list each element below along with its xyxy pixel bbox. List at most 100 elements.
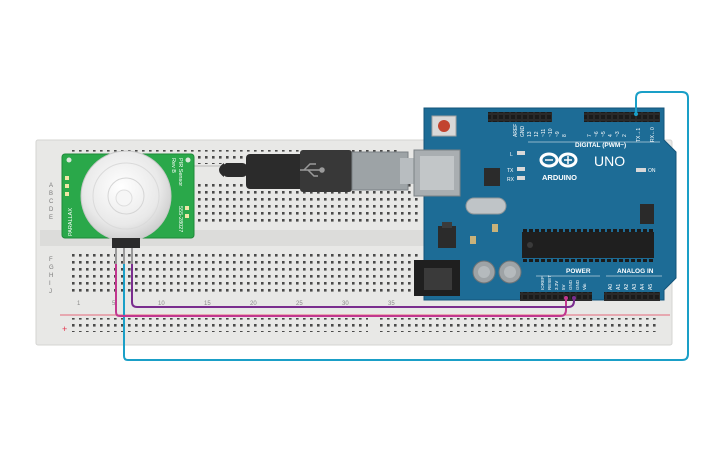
row-letter-c: C	[49, 199, 54, 205]
breadboard-rail-plus: +	[62, 324, 67, 334]
row-letter-g: G	[49, 265, 54, 271]
breadboard-column-numbers: 1 5 10 15 20 25 30 35	[77, 301, 395, 307]
reset-button-cap[interactable]	[438, 120, 450, 132]
pin-label-0: RX←0	[650, 127, 656, 142]
arduino-logo-icon	[539, 152, 578, 168]
arduino-logo-symbols	[545, 156, 572, 164]
pin-label-3: ~3	[615, 131, 621, 137]
usb-plug-body	[246, 154, 304, 189]
pin-label-gnd-1: GND	[568, 279, 573, 290]
row-letter-f: F	[49, 257, 53, 263]
pin-label-12: 12	[534, 131, 540, 137]
row-letter-j: J	[49, 289, 52, 295]
pir-header	[112, 238, 140, 248]
pin-label-reset: RESET	[547, 275, 552, 290]
pin-label-a5: A5	[648, 284, 654, 290]
led-l	[517, 151, 525, 155]
pin-label-1: TX→1	[636, 128, 642, 142]
led-on	[636, 168, 646, 172]
pir-pins[interactable]	[115, 248, 133, 266]
arduino-power-jack-inner	[424, 268, 452, 290]
breadboard-bottom-rail-holes-1	[68, 318, 368, 332]
digital-header-1-holes[interactable]	[488, 112, 552, 122]
voltage-regulator	[438, 226, 456, 248]
wire-power-5v[interactable]	[115, 264, 567, 317]
breadboard-row-letters: A B C D E F G H I J	[49, 183, 54, 295]
analog-header-holes[interactable]	[604, 292, 660, 301]
column-number-10: 10	[158, 301, 165, 307]
pin-label-8: 8	[562, 134, 568, 137]
crystal-oscillator	[465, 197, 507, 215]
pin-label-vin: Vin	[582, 283, 587, 290]
pir-dome-center	[115, 189, 133, 207]
pin-label-11: ~11	[541, 129, 547, 137]
arduino-uno[interactable]: AREF GND 13 12 ~11 ~10 ~9 8 7 ~6 ~5 4 ~3…	[413, 107, 677, 301]
led-l-label: L	[510, 152, 513, 158]
column-number-15: 15	[204, 301, 211, 307]
led-rx	[517, 176, 525, 180]
atmega-notch	[527, 242, 533, 248]
usb-plug-metal-inner	[400, 158, 414, 184]
row-letter-h: H	[49, 273, 53, 279]
pin-label-a0: A0	[608, 284, 614, 290]
wire-ground[interactable]	[131, 264, 575, 308]
pin-label-5: ~5	[601, 131, 607, 137]
pir-dome-ring-outer	[92, 162, 160, 230]
usb-cable-strain	[222, 163, 248, 177]
capacitor-1	[472, 260, 496, 284]
led-tx-label: TX	[507, 168, 514, 174]
row-letter-e: E	[49, 215, 53, 221]
pin-label-aref: AREF	[513, 124, 519, 137]
pin-label-gnd-2: GND	[575, 279, 580, 290]
pin-label-6: ~6	[594, 131, 600, 137]
pin-label-13: 13	[527, 131, 533, 137]
pir-label-right-1: PIR Sensor	[177, 158, 183, 186]
pir-label-left: PARALLAX	[68, 208, 74, 236]
chip-small	[484, 168, 500, 186]
row-letter-a: A	[49, 183, 53, 189]
row-letter-i: I	[49, 281, 51, 287]
digital-header-2-holes[interactable]	[584, 112, 660, 122]
led-tx	[517, 167, 525, 171]
pir-sensor[interactable]: PARALLAX PIR Sensor Rev B 555-28027	[61, 150, 195, 266]
pin-label-7: 7	[587, 134, 593, 137]
column-number-5: 5	[112, 301, 116, 307]
pin-label-a3: A3	[632, 284, 638, 290]
usb-cable[interactable]	[219, 150, 414, 192]
wire-endpoint-5v	[564, 296, 568, 300]
column-number-30: 30	[342, 301, 349, 307]
smd-component	[492, 224, 498, 232]
pin-label-3v3: 3.3V	[554, 281, 559, 290]
usb-icon	[300, 163, 325, 177]
column-number-35: 35	[388, 301, 395, 307]
usb-plug-metal	[351, 151, 409, 191]
pir-right-pads	[185, 206, 189, 218]
smd-component-2	[470, 236, 476, 244]
power-header-holes[interactable]	[520, 292, 592, 301]
power-label: POWER	[566, 268, 591, 275]
pir-dome-ring-inner	[107, 177, 145, 215]
analog-pin-labels: A0 A1 A2 A3 A4 A5	[608, 284, 654, 290]
atmega-socket-bottom	[522, 258, 654, 262]
digital-pin-labels: AREF GND 13 12 ~11 ~10 ~9 8 7 ~6 ~5 4 ~3…	[513, 124, 656, 142]
pin-label-a2: A2	[624, 284, 630, 290]
capacitor-2	[498, 260, 522, 284]
breadboard-bottom-rail-holes-2	[376, 318, 656, 332]
breadboard-bottom-strip-holes	[68, 254, 418, 296]
led-rx-label: RX	[507, 177, 515, 183]
wire-signal[interactable]	[123, 91, 689, 361]
pir-left-pads	[65, 176, 69, 196]
pin-label-10: ~10	[548, 128, 554, 137]
icsp-header	[640, 204, 654, 224]
pin-label-gnd: GND	[520, 126, 526, 138]
pir-mount-hole-2	[185, 157, 191, 163]
column-number-1: 1	[77, 301, 81, 307]
pin-label-a4: A4	[640, 284, 646, 290]
pin-label-5v: 5V	[561, 284, 566, 290]
power-pin-labels: IOREF RESET 3.3V 5V GND GND Vin	[540, 275, 587, 290]
pin-label-2: 2	[622, 134, 628, 137]
row-letter-b: B	[49, 191, 53, 197]
wire-endpoint-gnd	[572, 296, 576, 300]
atmega-chip	[522, 232, 654, 258]
